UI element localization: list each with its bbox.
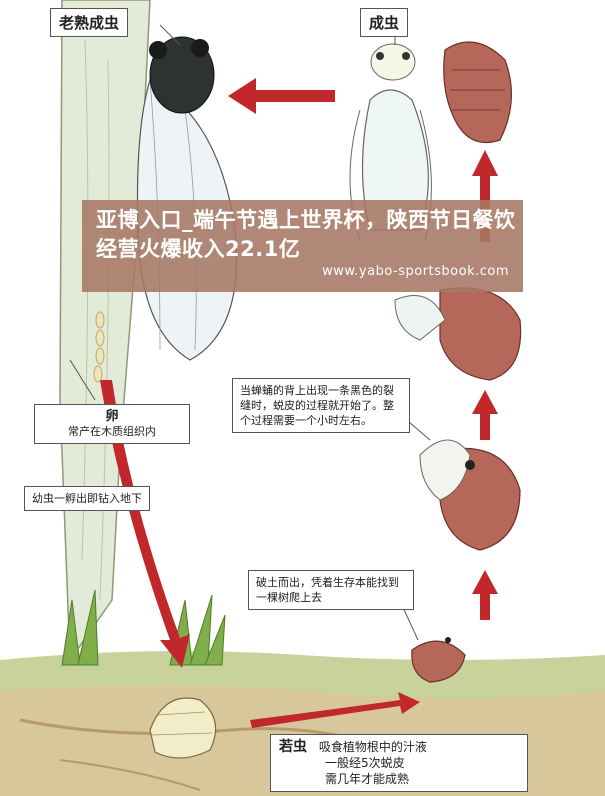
larva-note: 幼虫一孵出即钻入地下 (24, 486, 150, 511)
mature-adult-label: 老熟成虫 (50, 8, 129, 37)
nymph-info-box: 若虫 吸食植物根中的汁液 一般经5次蜕皮 需几年才能成熟 (270, 734, 528, 792)
banner-url[interactable]: www.yabo-sportsbook.com (322, 264, 509, 279)
egg-description: 常产在木质组织内 (68, 425, 156, 438)
arrow-up-2 (480, 410, 490, 440)
emergence-note: 破土而出，凭着生存本能找到一棵树爬上去 (248, 570, 414, 610)
arrow-to-mature-adult (250, 90, 335, 102)
nymph-line-1: 吸食植物根中的汁液 (318, 740, 427, 754)
nymph-title: 若虫 (279, 739, 307, 755)
banner-headline[interactable]: 亚博入口_端午节遇上世界杯，陕西节日餐饮经营火爆收入22.1亿 (96, 208, 516, 261)
mature-cicada-illustration (136, 36, 238, 361)
emerging-nymph-illustration (411, 637, 466, 683)
molting-note: 当蝉蛹的背上出现一条黑色的裂缝时，蜕皮的过程就开始了。整个过程需要一个小时左右。 (232, 378, 410, 433)
molting-cicada-upper-illustration (394, 287, 522, 381)
shed-skin-illustration (443, 41, 512, 144)
nymph-line-3: 需几年才能成熟 (325, 772, 410, 786)
adult-label: 成虫 (360, 8, 409, 37)
grass-clump (61, 589, 226, 666)
adult-cicada-illustration (349, 43, 432, 241)
egg-cluster (93, 311, 105, 383)
nymph-line-2: 一般经5次蜕皮 (325, 756, 405, 770)
tree-trunk (59, 0, 151, 663)
arrow-underground (250, 692, 420, 728)
headline-banner[interactable]: 亚博入口_端午节遇上世界杯，陕西节日餐饮经营火爆收入22.1亿 www.yabo… (82, 200, 523, 292)
underground-nymph-illustration (149, 697, 217, 759)
arrow-up-3 (480, 590, 490, 620)
arrow-into-ground (100, 380, 190, 668)
egg-label-box: 卵 常产在木质组织内 (34, 404, 190, 444)
egg-title: 卵 (105, 409, 119, 424)
molting-cicada-lower-illustration (419, 439, 521, 551)
